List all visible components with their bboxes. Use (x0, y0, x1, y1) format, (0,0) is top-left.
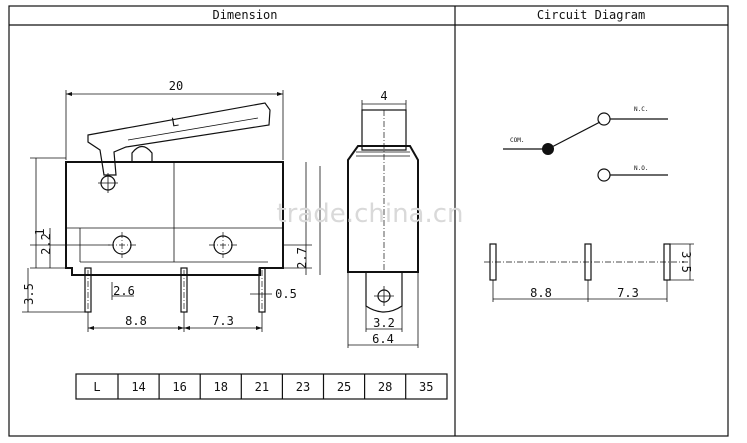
table-value-cell: 25 (337, 380, 351, 394)
lever-length-table: L 14 16 18 21 23 25 28 35 (75, 373, 448, 400)
dim-2-2-label: 2.2 (39, 233, 53, 255)
switch-blade (547, 121, 601, 150)
table-value-cell: 21 (255, 380, 269, 394)
circuit-dim-3-5-label: 3.5 (679, 251, 693, 273)
lever-arm (87, 102, 271, 176)
circuit-dim-8-8-label: 8.8 (530, 286, 552, 300)
lever-edge (127, 117, 259, 141)
dim-0-5-label: 0.5 (275, 287, 297, 301)
front-view: 20 L 1 2.2 3.5 2.6 2.7 0.5 8.8 7.3 (22, 79, 321, 332)
table-value-cell: 28 (378, 380, 392, 394)
no-label: N.O. (634, 165, 648, 172)
table-value-cell: 23 (296, 380, 310, 394)
table-frame (75, 373, 448, 400)
dim-8-8-label: 8.8 (125, 314, 147, 328)
table-value-cell: 18 (214, 380, 228, 394)
dim-2-7-label: 2.7 (295, 247, 309, 269)
dim-3-5-label: 3.5 (22, 283, 36, 305)
side-dim-3-2-label: 3.2 (373, 316, 395, 330)
table-header-cell: L (93, 380, 100, 394)
dim-7-3-label: 7.3 (212, 314, 234, 328)
dimension-header: Dimension (212, 8, 277, 22)
com-label: COM. (510, 137, 524, 144)
circuit-dim-7-3-label: 7.3 (617, 286, 639, 300)
table-value-cell: 35 (419, 380, 433, 394)
actuator-button (131, 145, 153, 162)
circuit-diagram: COM. N.C. N.O. 8.8 7.3 3.5 (484, 106, 694, 302)
side-dim-6-4-label: 6.4 (372, 332, 394, 346)
sheet-frame (8, 5, 729, 437)
table-value-cell: 16 (172, 380, 186, 394)
nc-contact (597, 112, 611, 126)
dim-1-label: 1 (33, 228, 47, 235)
circuit-header: Circuit Diagram (537, 8, 645, 22)
switch-body (65, 161, 284, 276)
watermark-text: trade.china.cn (276, 199, 463, 229)
table-value-cell: 14 (131, 380, 145, 394)
lever-length-label: L (170, 114, 180, 129)
dim-2-6-label: 2.6 (113, 284, 135, 298)
dim-20-label: 20 (169, 79, 183, 93)
side-dim-4-label: 4 (380, 89, 387, 103)
no-contact (597, 168, 611, 182)
nc-label: N.C. (634, 106, 648, 113)
side-view: 4 3.2 6.4 (347, 89, 419, 348)
